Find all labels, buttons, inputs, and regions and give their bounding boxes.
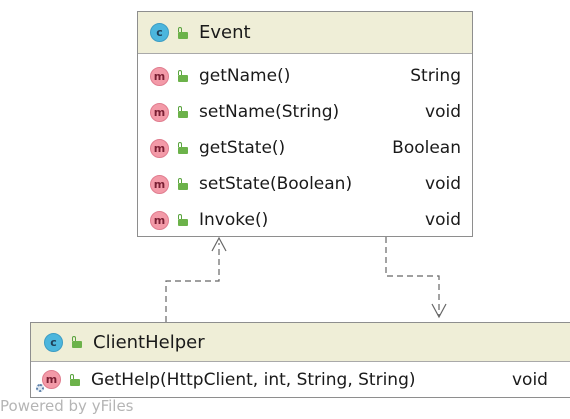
public-visibility-icon	[177, 214, 189, 226]
return-type: void	[425, 210, 461, 230]
method-icon: m	[150, 210, 169, 230]
member-row[interactable]: m Invoke() void	[138, 202, 472, 238]
return-type: String	[410, 66, 461, 86]
method-name: getState()	[199, 138, 286, 158]
class-icon: c	[44, 332, 63, 352]
class-icon: c	[150, 23, 169, 42]
method-icon: m	[150, 138, 169, 158]
return-type: void	[425, 174, 461, 194]
public-visibility-icon	[71, 336, 83, 348]
watermark-text: Powered by yFiles	[0, 397, 134, 415]
public-visibility-icon	[177, 178, 189, 190]
event-members-list: m getName() String m setName(String) voi…	[138, 54, 472, 238]
dependency-edge-event-to-clienthelper	[385, 237, 440, 316]
method-name: GetHelp(HttpClient, int, String, String)	[91, 369, 416, 390]
clienthelper-class-header: c ClientHelper	[31, 323, 570, 362]
public-visibility-icon	[69, 373, 81, 386]
member-row[interactable]: m getName() String	[138, 58, 472, 94]
open-arrowhead-down	[431, 303, 447, 319]
event-class-node[interactable]: c Event m getName() String m setName(Str…	[137, 11, 473, 237]
return-type: void	[425, 102, 461, 122]
static-method-overlay-icon	[36, 384, 44, 392]
public-visibility-icon	[177, 106, 189, 118]
member-row[interactable]: m setState(Boolean) void	[138, 166, 472, 202]
method-name: Invoke()	[199, 210, 269, 230]
open-arrowhead-up	[211, 236, 227, 252]
event-class-header: c Event	[138, 12, 472, 54]
event-class-name: Event	[199, 22, 251, 43]
return-type: void	[512, 369, 548, 390]
method-icon: m	[42, 370, 61, 389]
member-row[interactable]: m getState() Boolean	[138, 130, 472, 166]
public-visibility-icon	[177, 142, 189, 154]
method-icon: m	[150, 174, 169, 194]
method-icon: m	[150, 102, 169, 122]
method-name: getName()	[199, 66, 291, 86]
return-type: Boolean	[392, 138, 461, 158]
method-name: setState(Boolean)	[199, 174, 353, 194]
clienthelper-class-node[interactable]: c ClientHelper m GetHelp(HttpClient, int…	[30, 322, 570, 398]
clienthelper-class-name: ClientHelper	[93, 331, 205, 353]
public-visibility-icon	[177, 70, 189, 82]
member-row[interactable]: m setName(String) void	[138, 94, 472, 130]
dependency-edge-clienthelper-to-event	[165, 243, 220, 322]
public-visibility-icon	[177, 26, 189, 39]
method-name: setName(String)	[199, 102, 340, 122]
member-row[interactable]: m GetHelp(HttpClient, int, String, Strin…	[31, 362, 570, 397]
method-icon: m	[150, 66, 169, 86]
